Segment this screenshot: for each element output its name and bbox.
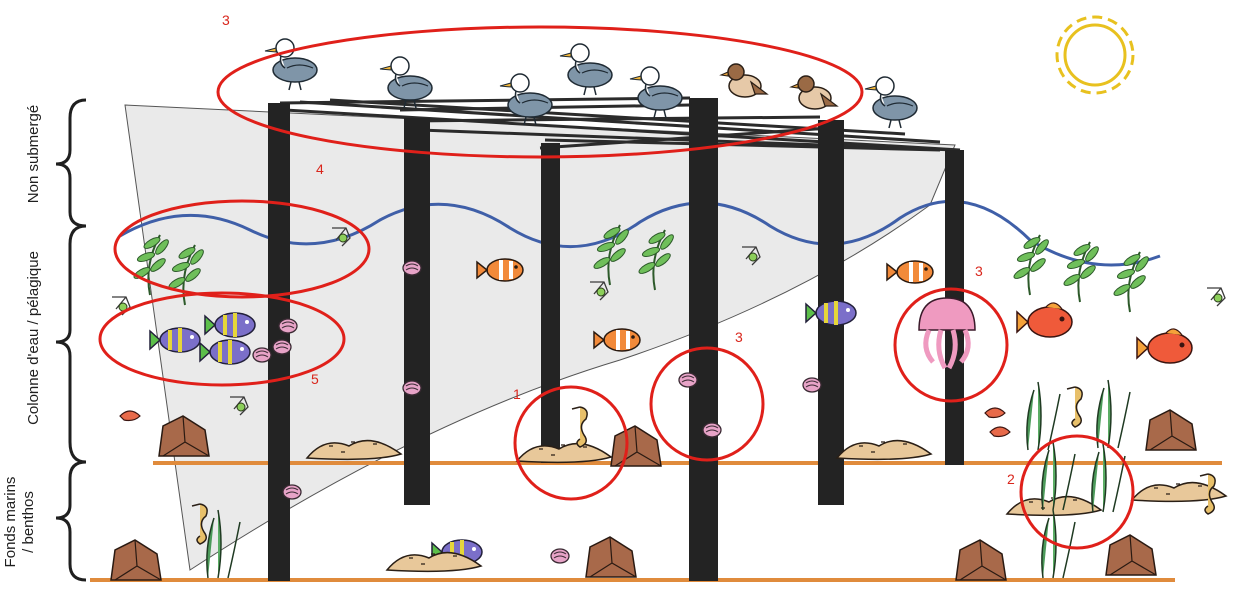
shell-icon [273, 340, 291, 354]
callout-number: 4 [316, 161, 324, 177]
tropical-fish-icon [806, 301, 856, 325]
shrimp-icon [120, 411, 140, 421]
shrimp-icon [990, 427, 1010, 437]
shell-icon [803, 378, 821, 392]
callout-number: 2 [1007, 471, 1015, 487]
sediment-pile-icon [837, 441, 931, 460]
brace-emerged [56, 100, 86, 226]
sparrow-icon [791, 76, 837, 109]
shell-icon [279, 319, 297, 333]
seahorse-icon [572, 407, 587, 447]
gull-icon [630, 67, 682, 118]
seahorse-icon [1067, 387, 1082, 427]
zone-label-seabed-line1: Fonds marins [2, 462, 20, 582]
callout-number: 3 [222, 12, 230, 28]
callout-number: 3 [735, 329, 743, 345]
clownfish-icon [887, 261, 933, 283]
zone-label-emerged: Non submergé [25, 94, 42, 214]
shell-icon [551, 549, 569, 563]
brace-water-column [56, 226, 86, 462]
callout-seagrass-bed [1021, 436, 1133, 548]
rock-icon [611, 426, 661, 466]
rock-icon [1106, 535, 1156, 575]
plankton-icon [1207, 288, 1225, 306]
pillar [541, 143, 560, 463]
red-fish-icon [1017, 303, 1072, 337]
sparrow-icon [721, 64, 767, 97]
algae-icon [1062, 242, 1100, 302]
shell-icon [283, 485, 301, 499]
gull-icon [560, 44, 612, 95]
sun-icon [1057, 17, 1133, 93]
callout-number: 3 [975, 263, 983, 279]
shell-icon [403, 381, 421, 395]
shrimp-icon [985, 408, 1005, 418]
zone-label-water-column: Colonne d'eau / pélagique [25, 228, 42, 448]
callout-number: 5 [311, 371, 319, 387]
callout-seahorse-sediment [515, 387, 627, 499]
algae-icon [1112, 252, 1150, 312]
shell-icon [703, 423, 721, 437]
rock-icon [111, 540, 161, 580]
gull-icon [865, 77, 917, 128]
pillar [404, 118, 430, 505]
zone-label-seabed: Fonds marins / benthos [2, 462, 38, 582]
sediment-pile-icon [517, 444, 611, 463]
shell-icon [403, 261, 421, 275]
rock-icon [1146, 410, 1196, 450]
rock-icon [586, 537, 636, 577]
red-fish-icon [1137, 329, 1192, 363]
algae-icon [1012, 235, 1050, 295]
shell-icon [679, 373, 697, 387]
brace-seabed [56, 462, 86, 580]
seagrass-icon [1097, 380, 1130, 448]
callout-number: 1 [513, 386, 521, 402]
rock-icon [956, 540, 1006, 580]
zone-label-seabed-line2: / benthos [20, 462, 38, 582]
shell-icon [253, 348, 271, 362]
pillar [689, 98, 718, 581]
